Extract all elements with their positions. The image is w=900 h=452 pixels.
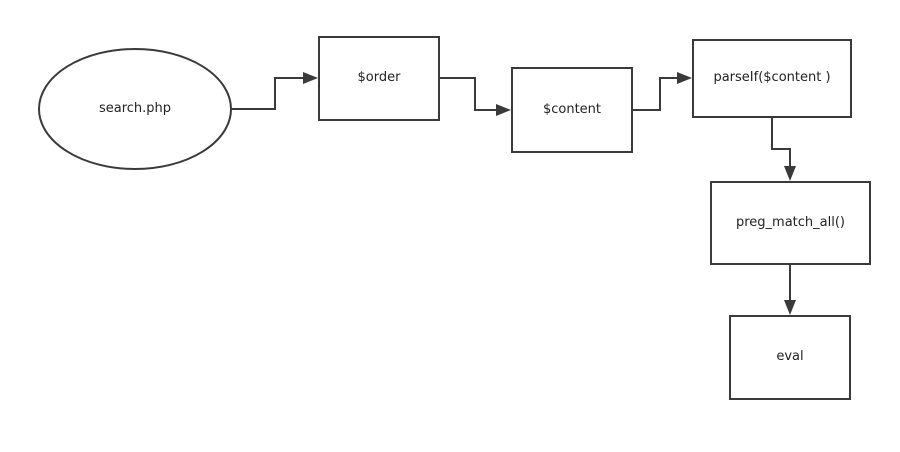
- arrow-parse-if-to-preg: [784, 166, 796, 181]
- arrow-preg-to-eval: [784, 300, 796, 315]
- arrow-search-to-order: [303, 72, 318, 84]
- arrow-content-to-parse-if: [677, 72, 692, 84]
- node-content-label: $content: [542, 102, 602, 117]
- node-search-php-label: search.php: [98, 101, 172, 116]
- node-eval-label: eval: [776, 349, 804, 364]
- node-parse-if-label: parseIf($content ): [713, 70, 831, 85]
- node-order-shape: [318, 36, 440, 121]
- edge-order-to-content: [439, 77, 497, 111]
- node-preg-match-all-label: preg_match_all(): [735, 215, 845, 230]
- node-order-label: $order: [357, 70, 401, 85]
- node-parse-if-shape: [692, 39, 852, 118]
- node-content-shape: [511, 67, 633, 153]
- edge-parse-if-to-preg: [771, 117, 791, 167]
- node-eval-shape: [729, 315, 851, 400]
- arrow-order-to-content: [496, 104, 511, 116]
- edge-search-to-order: [231, 77, 304, 110]
- edge-content-to-parse-if: [632, 77, 678, 111]
